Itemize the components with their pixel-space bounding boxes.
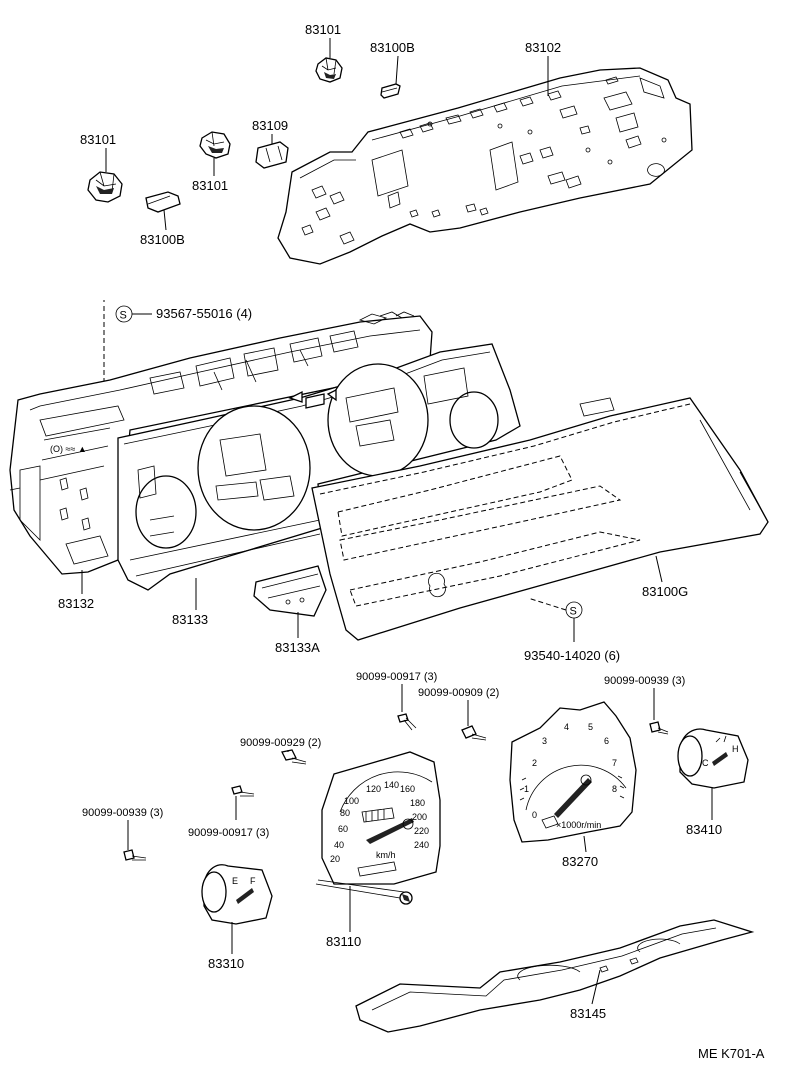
callout-83110: 83110 bbox=[326, 934, 361, 949]
speed-tick-200: 200 bbox=[412, 812, 427, 822]
tach-tick-0: 0 bbox=[532, 810, 537, 820]
screw-90099-00909 bbox=[461, 725, 487, 741]
tach-tick-3: 3 bbox=[542, 736, 547, 746]
s-symbol-top: S bbox=[120, 310, 127, 322]
s-symbol-bottom: S bbox=[570, 606, 577, 618]
callout-83100g: 83100G bbox=[642, 584, 688, 599]
tach-tick-4: 4 bbox=[564, 722, 569, 732]
callout-90099-00917-b: 90099-00917 (3) bbox=[188, 827, 269, 839]
screw-90099-00917-a bbox=[397, 713, 417, 731]
callout-83100b-low: 83100B bbox=[140, 232, 185, 247]
tachometer-83270: 0 1 2 3 4 5 6 7 8 ×1000r/min bbox=[509, 701, 637, 843]
callout-90099-00917-a: 90099-00917 (3) bbox=[356, 671, 437, 683]
speed-tick-120: 120 bbox=[366, 784, 381, 794]
printed-circuit-plate-83102 bbox=[277, 67, 693, 265]
drawing-code: ME K701-A bbox=[698, 1046, 765, 1061]
tach-tick-1: 1 bbox=[524, 784, 529, 794]
screw-symbol-93540: S bbox=[565, 601, 583, 619]
callout-83101-left: 83101 bbox=[80, 132, 116, 147]
bulb-socket-83101-left bbox=[87, 171, 123, 203]
callout-93540: 93540-14020 (6) bbox=[524, 648, 620, 663]
callout-83109: 83109 bbox=[252, 118, 288, 133]
speed-tick-180: 180 bbox=[410, 798, 425, 808]
callout-90099-00929: 90099-00929 (2) bbox=[240, 737, 321, 749]
speedometer-83110: 20 40 60 80 100 120 140 160 180 200 220 … bbox=[315, 751, 441, 905]
tach-tick-2: 2 bbox=[532, 758, 537, 768]
callout-83132: 83132 bbox=[58, 596, 94, 611]
callout-93567: 93567-55016 (4) bbox=[156, 306, 252, 321]
bulb-83100b-low bbox=[145, 191, 181, 213]
fuel-full-label: F bbox=[250, 876, 256, 886]
glass-lens-83100g bbox=[311, 397, 769, 641]
callout-83310: 83310 bbox=[208, 956, 244, 971]
callout-83133: 83133 bbox=[172, 612, 208, 627]
callout-90099-00939-b: 90099-00939 (3) bbox=[82, 807, 163, 819]
tach-tick-6: 6 bbox=[604, 736, 609, 746]
speed-tick-60: 60 bbox=[338, 824, 348, 834]
bezel-strip-83133a bbox=[253, 565, 327, 617]
screw-90099-00939-a bbox=[649, 721, 669, 735]
tach-unit: ×1000r/min bbox=[556, 820, 601, 830]
screw-90099-00929 bbox=[281, 749, 307, 765]
bulb-socket-83101-mid bbox=[199, 131, 231, 159]
callout-83102: 83102 bbox=[525, 40, 561, 55]
callout-83101-mid: 83101 bbox=[192, 178, 228, 193]
speed-tick-160: 160 bbox=[400, 784, 415, 794]
bulb-83100b-top bbox=[380, 83, 401, 99]
tach-tick-8: 8 bbox=[612, 784, 617, 794]
tach-tick-5: 5 bbox=[588, 722, 593, 732]
speed-tick-140: 140 bbox=[384, 780, 399, 790]
trim-panel-83145 bbox=[355, 919, 755, 1033]
fuel-empty-label: E bbox=[232, 876, 238, 886]
temp-hot-label: H bbox=[732, 744, 739, 754]
callout-83410: 83410 bbox=[686, 822, 722, 837]
callout-83133a: 83133A bbox=[275, 640, 320, 655]
speed-tick-100: 100 bbox=[344, 796, 359, 806]
speed-tick-240: 240 bbox=[414, 840, 429, 850]
speed-tick-220: 220 bbox=[414, 826, 429, 836]
callout-90099-00909: 90099-00909 (2) bbox=[418, 687, 499, 699]
temp-cold-label: C bbox=[702, 758, 709, 768]
speed-tick-40: 40 bbox=[334, 840, 344, 850]
bulb-socket-83101-top bbox=[315, 57, 343, 83]
callout-83100b-top: 83100B bbox=[370, 40, 415, 55]
callout-83145: 83145 bbox=[570, 1006, 606, 1021]
speed-tick-20: 20 bbox=[330, 854, 340, 864]
screw-symbol-93567: S bbox=[115, 305, 133, 323]
temp-gauge-83410: H C bbox=[677, 728, 749, 789]
screw-90099-00917-b bbox=[231, 785, 255, 797]
tach-tick-7: 7 bbox=[612, 758, 617, 768]
callout-83270: 83270 bbox=[562, 854, 598, 869]
callout-90099-00939-a: 90099-00939 (3) bbox=[604, 675, 685, 687]
screw-90099-00939-b bbox=[123, 849, 147, 861]
bezel-83133 bbox=[117, 343, 521, 591]
case-indicator-text: (O) ≈≈ ▲ bbox=[50, 444, 87, 454]
wedge-bulb-83109 bbox=[255, 141, 289, 169]
callout-83101-top: 83101 bbox=[305, 22, 341, 37]
speed-unit: km/h bbox=[376, 850, 396, 860]
fuel-gauge-83310: E F bbox=[201, 864, 273, 925]
speed-tick-80: 80 bbox=[340, 808, 350, 818]
